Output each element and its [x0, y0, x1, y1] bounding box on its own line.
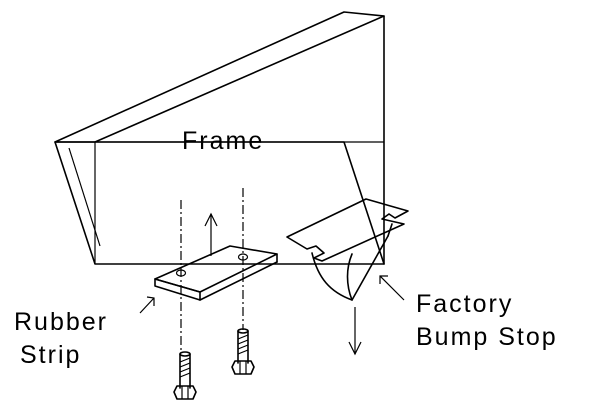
bump-stop-leader [379, 275, 405, 301]
frame-rail [54, 11, 385, 265]
frame-label: Frame [182, 127, 264, 155]
center-lines [180, 188, 244, 350]
down-arrow [348, 307, 362, 356]
rubber-strip-label-line2: Strip [20, 341, 81, 369]
bump-stop-label-line1: Factory [416, 290, 513, 318]
bolt-left [173, 351, 197, 400]
rubber-strip-label-line1: Rubber [14, 308, 108, 336]
bump-stop-part [286, 198, 409, 301]
bump-stop-label-line2: Bump Stop [416, 323, 558, 351]
up-arrow [204, 212, 218, 256]
rubber-strip-leader [139, 296, 155, 314]
rubber-strip-part [154, 245, 278, 301]
bolt-right [231, 328, 255, 375]
